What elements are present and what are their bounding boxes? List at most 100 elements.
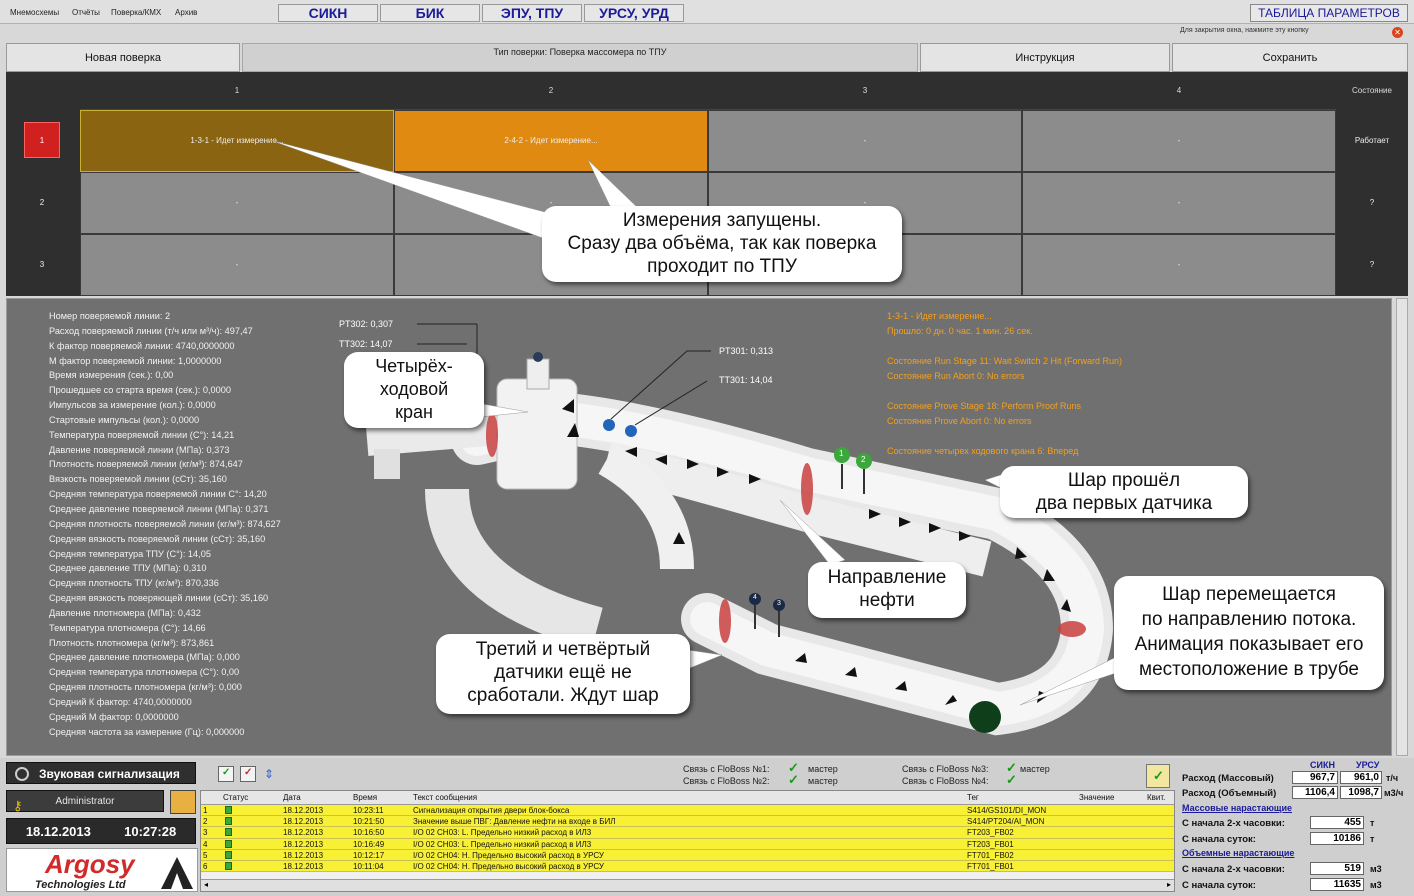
log-row-num: 6 [203, 862, 208, 871]
scroll-right-icon[interactable]: ▸ [1166, 880, 1171, 889]
floboss-4-ok-icon: ✓ [1006, 772, 1017, 787]
param-line: Плотность плотномера (кг/м³): 873,861 [49, 637, 215, 648]
log-col-time[interactable]: Время [353, 793, 378, 802]
menu-mnemoschemes[interactable]: Мнемосхемы [10, 8, 60, 17]
param-line: Средняя плотность поверяемой линии (кг/м… [49, 518, 281, 529]
log-col-tag[interactable]: Тег [967, 793, 979, 802]
sort-icon[interactable]: ⇕ [264, 767, 275, 781]
floboss-3-label: Связь с FloBoss №3: [902, 764, 989, 774]
floboss-1-label: Связь с FloBoss №1: [683, 764, 770, 774]
log-row[interactable]: 4 18.12.2013 10:16:49 I/O 02 CH03: L. Пр… [201, 838, 1174, 850]
close-icon[interactable]: ✕ [1392, 27, 1403, 38]
row-marker-2[interactable]: 2 [39, 198, 45, 207]
log-row[interactable]: 3 18.12.2013 10:16:50 I/O 02 CH03: L. Пр… [201, 827, 1174, 839]
grid-state-3: ? [1369, 260, 1375, 269]
col-ursu-label: УРСУ [1356, 760, 1380, 770]
log-col-ack[interactable]: Квит. [1147, 793, 1166, 802]
grid-cell-2-1[interactable]: - [80, 172, 394, 234]
log-tag: S414/GS101/DI_MON [967, 806, 1047, 815]
volume-cumulative-link[interactable]: Объемные нарастающие [1182, 848, 1295, 858]
status-line: 1-3-1 - Идет измерение... [887, 311, 992, 321]
menu-archive[interactable]: Архив [175, 8, 198, 17]
menu-verification[interactable]: Поверка/КМХ [111, 8, 162, 17]
grid-cell-1-4[interactable]: - [1022, 110, 1336, 172]
floboss-1-role: мастер [808, 764, 838, 774]
menu-reports[interactable]: Отчёты [72, 8, 100, 17]
parameter-table-button[interactable]: ТАБЛИЦА ПАРАМЕТРОВ [1250, 4, 1408, 22]
row-marker-3[interactable]: 3 [39, 260, 45, 269]
grid-cell-1-1[interactable]: 1-3-1 - Идет измерение... [80, 110, 394, 172]
log-col-message[interactable]: Текст сообщения [413, 793, 478, 802]
floboss-2-label: Связь с FloBoss №2: [683, 776, 770, 786]
log-row[interactable]: 2 18.12.2013 10:21:50 Значение выше ПВГ:… [201, 816, 1174, 828]
log-date: 18.12.2013 [283, 850, 324, 860]
log-message: I/O 02 CH03: L. Предельно низкий расход … [413, 839, 592, 849]
scroll-left-icon[interactable]: ◂ [204, 880, 209, 889]
grid-state-1: Работает [1354, 136, 1390, 145]
param-line: Давление поверяемой линии (МПа): 0,373 [49, 444, 230, 455]
detector-2-icon [856, 453, 872, 469]
inlet-pipe [598, 444, 694, 570]
log-col-status[interactable]: Статус [223, 793, 249, 802]
logo-mountain-icon [161, 857, 193, 889]
current-time: 10:27:28 [124, 824, 177, 839]
flow-arrows [562, 399, 1071, 705]
sound-alarm-label: Звуковая сигнализация [39, 767, 180, 781]
grid-cell-2-4[interactable]: - [1022, 172, 1336, 234]
grid-cell-1-2[interactable]: 2-4-2 - Идет измерение... [394, 110, 708, 172]
col-sikn-label: СИКН [1310, 760, 1335, 770]
param-line: Средняя температура ТПУ (С°): 14,05 [49, 548, 211, 559]
detector-4-label: 4 [753, 594, 757, 601]
log-message: Значение выше ПВГ: Давление нефти на вхо… [413, 817, 616, 827]
sound-alarm-button[interactable]: Звуковая сигнализация [6, 762, 196, 784]
status-line: Состояние Run Abort 0: No errors [887, 371, 1025, 381]
floboss-3-role: мастер [1020, 764, 1050, 774]
status-line [887, 384, 1122, 399]
mass-flow-sikn: 967,7 [1292, 771, 1338, 784]
grid-col-2: 2 [548, 86, 554, 95]
grid-cell-3-1[interactable]: - [80, 234, 394, 296]
log-col-date[interactable]: Дата [283, 793, 301, 802]
detector-4-icon [749, 593, 761, 605]
mass-cumulative-link[interactable]: Массовые нарастающие [1182, 803, 1293, 813]
logo-sub-text: Technologies Ltd [35, 879, 126, 891]
status-line: Состояние Run Stage 11: Wait Switch 2 Hi… [887, 356, 1122, 366]
detector-1-icon [834, 447, 850, 463]
mass-2h-label: С начала 2-х часовки: [1182, 818, 1285, 829]
tab-bik[interactable]: БИК [380, 4, 480, 22]
row-marker-1[interactable]: 1 [24, 122, 60, 158]
detector-2-label: 2 [861, 455, 866, 464]
save-button[interactable]: Сохранить [1172, 43, 1408, 72]
log-horizontal-scrollbar[interactable]: ◂ ▸ [201, 879, 1174, 891]
param-line: Давление плотномера (МПа): 0,432 [49, 607, 201, 618]
export-icon[interactable]: ✓ [1146, 764, 1170, 788]
user-button[interactable]: ⚷ Administrator [6, 790, 164, 813]
users-icon[interactable] [170, 790, 196, 814]
ack-all-icon[interactable]: ✓ [240, 766, 256, 782]
grid-cell-1-3[interactable]: - [708, 110, 1022, 172]
status-line: Состояние четырех ходового крана 6: Впер… [887, 446, 1079, 456]
log-header: Статус Дата Время Текст сообщения Тег Зн… [201, 791, 1174, 805]
log-row[interactable]: 1 18.12.2013 10:23:11 Сигнализация откры… [201, 805, 1174, 817]
new-verification-button[interactable]: Новая поверка [6, 43, 240, 72]
detector-3-label: 3 [777, 600, 781, 607]
close-hint: Для закрытия окна, нажмите эту кнопку [1180, 27, 1309, 34]
log-row[interactable]: 6 18.12.2013 10:11:04 I/O 02 CH04: H. Пр… [201, 861, 1174, 873]
grid-col-4: 4 [1176, 86, 1182, 95]
log-col-value[interactable]: Значение [1079, 793, 1115, 802]
volume-flow-label: Расход (Объемный) [1182, 788, 1277, 799]
instruction-button[interactable]: Инструкция [920, 43, 1170, 72]
log-tag: FT701_FB01 [967, 862, 1014, 871]
mass-flow-unit: т/ч [1386, 773, 1399, 783]
grid-state-2: ? [1369, 198, 1375, 207]
ack-alarm-icon[interactable]: ✓ [218, 766, 234, 782]
tab-epu-tpu[interactable]: ЭПУ, ТПУ [482, 4, 582, 22]
tab-sikn[interactable]: СИКН [278, 4, 378, 22]
view-vertical-scrollbar[interactable] [1396, 298, 1408, 756]
log-row[interactable]: 5 18.12.2013 10:12:17 I/O 02 CH04: H. Пр… [201, 849, 1174, 861]
log-tag: FT701_FB02 [967, 850, 1014, 860]
status-icon [225, 850, 232, 859]
grid-cell-3-4[interactable]: - [1022, 234, 1336, 296]
tab-ursu-urd[interactable]: УРСУ, УРД [584, 4, 684, 22]
param-line: Средняя частота за измерение (Гц): 0,000… [49, 726, 245, 737]
